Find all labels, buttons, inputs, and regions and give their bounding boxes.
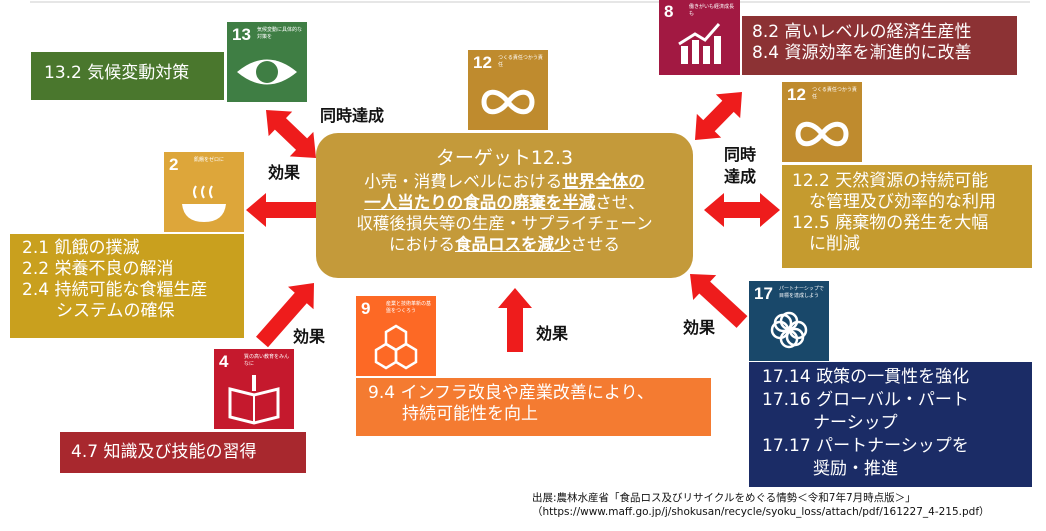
growth-chart-icon [678, 23, 721, 64]
emphasis-text: 一人当たりの食品の廃棄を半減 [364, 193, 596, 212]
target-17-17: 17.17 パートナーシップを [762, 436, 969, 456]
sdg-9-icon: 9 産業と技術革新の基盤をつくろう [356, 296, 436, 376]
target-9-4: 9.4 インフラ改良や産業改善により、 [368, 383, 654, 403]
label-effect-17: 効果 [683, 318, 716, 337]
target-12-5: 12.5 廃棄物の発生を大幅 [792, 213, 989, 233]
cubes-icon [374, 324, 418, 370]
arrow-effect-9 [498, 288, 532, 352]
target-13-2-text: 13.2 気候変動対策 [44, 63, 190, 83]
target-2-4-cont: システムの確保 [22, 301, 175, 321]
citation-url: （https://www.maff.go.jp/j/shokusan/recyc… [532, 506, 990, 518]
target-17-16: 17.16 グローバル・パート [762, 390, 969, 410]
target-12-box: 12.2 天然資源の持続可能 な管理及び効率的な利用 12.5 廃棄物の発生を大… [782, 165, 1032, 268]
label-effect-2: 効果 [268, 163, 301, 182]
sdg-12-icon-top: 12 つくる責任つかう責任 [468, 50, 548, 130]
target-13-2-box: 13.2 気候変動対策 [31, 52, 224, 100]
arrow-13-target [266, 110, 316, 158]
target-8-box: 8.2 高いレベルの経済生産性 8.4 資源効率を漸進的に改善 [742, 16, 1017, 75]
target-line-3: 収穫後損失等の生産・サプライチェーン [356, 214, 653, 233]
eye-globe-icon [237, 59, 297, 85]
target-9-4-cont: 持続可能性を向上 [368, 404, 538, 424]
book-icon [228, 375, 280, 425]
sdg-8-caption: 働きがいも経済成長も [689, 4, 735, 17]
citation: 出展:農林水産省「食品ロス及びリサイクルをめぐる情勢＜令和7年7月時点版＞」 （… [532, 491, 990, 519]
sdg-4-caption: 質の高い教育をみんなに [244, 354, 290, 367]
sdg-9-caption: 産業と技術革新の基盤をつくろう [386, 301, 432, 314]
sdg-8-number: 8 [664, 2, 674, 21]
text: させ、 [595, 193, 645, 212]
target-line-2: 一人当たりの食品の廃棄を半減させ、 [316, 192, 693, 213]
arrow-8-target [695, 92, 742, 140]
sdg-12-number: 12 [787, 85, 806, 104]
sdg-17-number: 17 [754, 284, 773, 303]
infinity-icon [481, 89, 535, 115]
target-2-4: 2.4 持続可能な食糧生産 [22, 280, 208, 300]
text: 小売・消費レベルにおける [364, 172, 563, 191]
arrow-effect-4 [255, 283, 314, 348]
target-line-4: における食品ロスを減少させる [316, 234, 693, 255]
sdg-17-caption: パートナーシップで目標を達成しよう [779, 286, 824, 299]
target-8-2: 8.2 高いレベルの経済生産性 [752, 22, 972, 42]
bowl-icon [182, 185, 226, 222]
sdg-12-caption: つくる責任つかう責任 [812, 87, 857, 100]
top-divider [30, 1, 1030, 3]
label-effect-4: 効果 [293, 327, 326, 346]
sdg-12-caption: つくる責任つかう責任 [498, 55, 543, 68]
label-effect-9: 効果 [536, 324, 569, 343]
emphasis-text: 食品ロスを減少 [455, 235, 571, 254]
target-12-2: 12.2 天然資源の持続可能 [792, 171, 989, 191]
arrow-effect-17 [690, 274, 748, 328]
target-12-2-cont: な管理及び効率的な利用 [792, 192, 996, 212]
label-simultaneous-12-l2: 達成 [724, 167, 757, 186]
target-2-1: 2.1 飢餓の撲滅 [22, 238, 140, 258]
target-title: ターゲット12.3 [435, 147, 574, 169]
target-2-2: 2.2 栄養不良の解消 [22, 259, 174, 279]
sdg-8-icon: 8 働きがいも経済成長も [659, 0, 740, 75]
arrow-12-target [704, 193, 780, 227]
target-12-3-box: ターゲット12.3 小売・消費レベルにおける世界全体の 一人当たりの食品の廃棄を… [316, 133, 693, 278]
sdg-12-number: 12 [473, 53, 492, 72]
target-line-1: 小売・消費レベルにおける世界全体の [316, 171, 693, 192]
emphasis-text: 世界全体の [562, 172, 645, 191]
target-4-7-text: 4.7 知識及び技能の習得 [71, 442, 257, 462]
sdg-9-number: 9 [361, 299, 371, 318]
target-4-7-box: 4.7 知識及び技能の習得 [60, 432, 306, 473]
sdg-4-number: 4 [219, 352, 229, 371]
text: させる [570, 235, 621, 254]
target-9-4-box: 9.4 インフラ改良や産業改善により、 持続可能性を向上 [356, 378, 711, 436]
partnership-rings-icon [770, 311, 808, 349]
target-17-14: 17.14 政策の一貫性を強化 [762, 367, 970, 387]
sdg-13-icon: 13 気候変動に具体的な対策を [227, 22, 307, 102]
infinity-icon [795, 121, 849, 147]
target-17-box: 17.14 政策の一貫性を強化 17.16 グローバル・パート ナーシップ 17… [749, 362, 1032, 487]
target-17-17-cont: 奨励・推進 [762, 459, 898, 479]
sdg-2-number: 2 [169, 155, 179, 174]
text: における [389, 235, 455, 254]
sdg-2-icon: 2 飢餓をゼロに [164, 152, 244, 232]
citation-source: 出展:農林水産省「食品ロス及びリサイクルをめぐる情勢＜令和7年7月時点版＞」 [532, 492, 916, 504]
target-8-4: 8.4 資源効率を漸進的に改善 [752, 43, 972, 63]
sdg-2-caption: 飢餓をゼロに [194, 157, 225, 163]
target-17-16-cont: ナーシップ [762, 413, 898, 433]
sdg-17-icon: 17 パートナーシップで目標を達成しよう [749, 281, 829, 361]
target-2-box: 2.1 飢餓の撲滅 2.2 栄養不良の解消 2.4 持続可能な食糧生産 システム… [10, 234, 244, 338]
label-simultaneous-13: 同時達成 [320, 106, 385, 125]
target-12-5-cont: に削減 [792, 234, 860, 254]
sdg-13-number: 13 [232, 25, 251, 44]
sdg-4-icon: 4 質の高い教育をみんなに [214, 349, 294, 429]
sdg-12-icon: 12 つくる責任つかう責任 [782, 82, 862, 162]
arrow-effect-2 [246, 193, 316, 227]
sdg-13-caption: 気候変動に具体的な対策を [257, 27, 303, 40]
label-simultaneous-12-l1: 同時 [724, 145, 757, 164]
